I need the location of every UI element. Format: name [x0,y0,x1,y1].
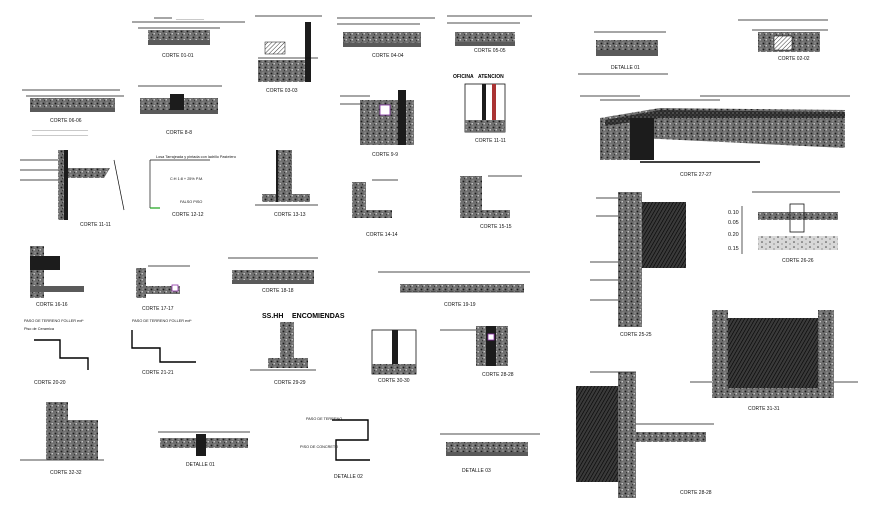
note-falso-piso: FALSO PISO [180,200,202,204]
section-corte-27-27: SS.HH ENCOMIENDAS CORTE 29-29 [250,313,345,386]
caption: CORTE 27-27 [680,172,712,178]
caption: CORTE 05-05 [474,48,506,54]
section-corte-20-20: PASO DE TERRENO FOLLER ext* Piso de Cera… [24,319,89,386]
section-oficina-atencion: OFICINA ATENCION CORTE 11-11 [453,74,506,144]
caption: DETALLE 03 [462,468,491,474]
caption: CORTE 32-32 [50,470,82,476]
caption: CORTE 17-17 [142,306,174,312]
section-corte-31-31: DETALLE 01 [158,431,250,468]
caption: CORTE 21-21 [142,370,174,376]
section-corte-15-15: CORTE 15-15 [460,175,522,230]
caption: CORTE 19-19 [444,302,476,308]
section-corte-19-19: CORTE 19-19 [378,271,530,308]
svg-text:______________: ______________ [175,16,205,20]
section-corte-26-26: CORTE 28-28 [440,326,514,378]
caption: CORTE 30-30 [378,378,410,384]
section-corte-16-16: CORTE 16-16 [30,246,84,308]
dimension: 0.05 [728,220,739,226]
label-ss-hh: SS.HH [262,313,283,320]
label-atencion: ATENCION [478,74,504,80]
caption: CORTE 11-11 [80,222,111,228]
section-corte-01-01: ______________ CORTE 01-01 [132,16,245,59]
note-paso: PASO DE TERRENO FOLLER ext* [24,319,84,323]
svg-text:____________________________: ____________________________ [31,127,89,131]
section-corte-30-30: CORTE 32-32 [20,402,104,476]
note-mezcla: C:H 1:8 + 25% P.M. [170,177,203,181]
caption: CORTE 11-11 [475,138,506,144]
caption: DETALLE 02 [334,474,363,480]
section-corte-24-24: 0.10 0.05 0.20 0.15 CORTE 26-26 [728,191,840,264]
svg-text:____________________________: ____________________________ [31,132,89,136]
section-corte-32-32: PASO DE TERRENO PISO DE CONCRETO DETALLE… [300,417,370,480]
caption: CORTE 31-31 [748,406,780,412]
section-corte-28-28: CORTE 30-30 [371,329,417,384]
caption: CORTE 04-04 [372,53,404,59]
caption: CORTE 13-13 [274,212,306,218]
caption: CORTE 01-01 [162,53,194,59]
caption: DETALLE 01 [186,462,215,468]
section-corte-23-23: CORTE 25-25 [590,192,686,338]
section-corte-21-21: PASO DE TERRENO FOLLER ext* CORTE 21-21 [131,319,196,376]
note-paso: PASO DE TERRENO FOLLER ext* [132,319,192,323]
section-corte-29-29: CORTE 31-31 [690,310,858,412]
section-corte-04-04: CORTE 04-04 [337,17,435,59]
label-oficina: OFICINA [453,74,474,80]
caption: CORTE 03-03 [266,88,298,94]
caption: CORTE 06-06 [50,118,82,124]
caption: CORTE 16-16 [36,302,68,308]
dimension: 0.20 [728,232,739,238]
section-corte-18-18: CORTE 18-18 [228,257,318,294]
svg-text:PISO DE CONCRETO: PISO DE CONCRETO [300,445,338,449]
caption: CORTE 28-28 [482,372,514,378]
svg-text:PASO DE TERRENO: PASO DE TERRENO [306,417,342,421]
section-corte-07-07: CORTE 02-02 [738,19,828,62]
note-piso: Piso de Ceramica [24,327,55,331]
caption: CORTE 8-8 [166,130,192,136]
section-corte-25-25: CORTE 27-27 [580,95,850,178]
detail-03: DETALLE 03 [440,433,540,474]
section-corte-14-14: CORTE 14-14 [352,179,398,238]
caption: CORTE 20-20 [34,380,66,386]
caption: DETALLE 01 [611,65,640,71]
caption: CORTE 18-18 [262,288,294,294]
section-corte-05-05: CORTE 05-05 [447,15,532,54]
section-corte-06-06: CORTE 06-06 ____________________________… [22,89,124,136]
section-corte-13-13: CORTE 13-13 [255,150,318,218]
caption: CORTE 02-02 [778,56,810,62]
detail-01: DETALLE 01 [578,31,668,75]
caption: CORTE 25-25 [620,332,652,338]
label-encomiendas: ENCOMIENDAS [292,313,345,320]
caption: CORTE 15-15 [480,224,512,230]
dimension: 0.10 [728,210,739,216]
caption: CORTE 12-12 [172,212,204,218]
dimension: 0.15 [728,246,739,252]
caption: CORTE 9-9 [372,152,398,158]
section-corte-17-17: CORTE 17-17 [136,265,190,312]
section-corte-8-8: CORTE 8-8 [138,85,222,136]
caption: CORTE 26-26 [782,258,814,264]
section-corte-9-9: CORTE 9-9 [340,90,414,158]
section-corte-02-02: CORTE 03-03 [255,15,322,94]
caption: CORTE 14-14 [366,232,398,238]
section-corte-11-11: CORTE 11-11 [20,150,125,228]
note-loseta: Losa Tarrajeada y pintada con ladrillo P… [156,155,236,159]
caption: CORTE 28-28 [680,490,712,496]
caption: CORTE 29-29 [274,380,306,386]
section-corte-big-bottom: CORTE 28-28 [576,371,714,498]
section-corte-12-12: Losa Tarrajeada y pintada con ladrillo P… [149,155,236,218]
